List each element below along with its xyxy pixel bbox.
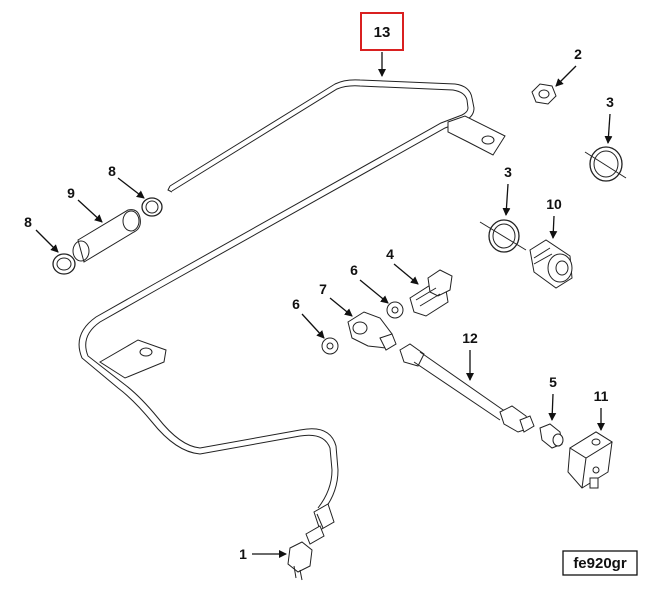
fitting-part-10 xyxy=(529,239,573,289)
sleeve-part-9 xyxy=(72,209,141,263)
callout-2: 2 xyxy=(555,46,582,87)
callout-3-lower-label: 3 xyxy=(504,164,512,180)
fitting-part-1 xyxy=(287,541,313,581)
callout-5-label: 5 xyxy=(549,374,557,390)
upper-bracket-hole xyxy=(481,135,495,145)
callout-12-label: 12 xyxy=(462,330,478,346)
banjo-fitting-part-7 xyxy=(347,311,397,351)
washer-part-6-lower xyxy=(321,337,339,355)
washer-part-3-upper xyxy=(584,146,627,182)
callout-1-label: 1 xyxy=(239,546,247,562)
callout-3-upper: 3 xyxy=(604,94,614,144)
callout-6-upper-label: 6 xyxy=(350,262,358,278)
callout-10-label: 10 xyxy=(546,196,562,212)
washer-part-6-upper xyxy=(386,301,404,319)
callout-13-label: 13 xyxy=(374,24,391,41)
block-part-11 xyxy=(567,431,613,489)
callout-4-label: 4 xyxy=(386,246,394,262)
callout-11-label: 11 xyxy=(594,388,609,404)
callout-10: 10 xyxy=(546,196,562,239)
clamp-part-8-lower xyxy=(52,253,76,275)
callout-7-label: 7 xyxy=(319,281,327,297)
callout-5: 5 xyxy=(548,374,557,421)
callout-9-label: 9 xyxy=(67,185,75,201)
highlight-box xyxy=(360,12,404,51)
callout-8-lower-label: 8 xyxy=(24,214,32,230)
callout-8-upper-label: 8 xyxy=(108,163,116,179)
hose-part-12 xyxy=(399,343,535,433)
tube-lower-run xyxy=(85,287,339,511)
reference-code-box: fe920gr xyxy=(562,550,638,576)
callout-7: 7 xyxy=(319,281,353,317)
callout-11: 11 xyxy=(594,388,609,431)
banjo-bolt-part-4 xyxy=(409,269,453,317)
tube-upper-loop-inner xyxy=(155,85,469,284)
callout-13-highlight: 13 xyxy=(360,12,404,77)
reference-code: fe920gr xyxy=(573,555,627,572)
clamp-part-8-upper xyxy=(141,197,163,217)
nut-part-2 xyxy=(531,83,557,105)
callout-8-upper: 8 xyxy=(108,163,145,199)
upper-bracket xyxy=(447,115,506,156)
callout-8-lower: 8 xyxy=(24,214,59,253)
lower-bracket-hole xyxy=(139,347,153,357)
callout-6-upper: 6 xyxy=(350,262,389,304)
washer-part-3-lower xyxy=(479,219,527,253)
callout-1: 1 xyxy=(239,546,287,562)
tube-assembly xyxy=(78,79,506,545)
callout-3-upper-label: 3 xyxy=(606,94,614,110)
adapter-part-5 xyxy=(539,423,564,449)
callout-12: 12 xyxy=(462,330,478,381)
tube-upper-loop xyxy=(159,79,475,289)
tube-lower-run-inner xyxy=(78,282,333,509)
callout-6-lower: 6 xyxy=(292,296,325,339)
callout-2-label: 2 xyxy=(574,46,582,62)
tube-end-fitting xyxy=(305,503,335,545)
tube-rod xyxy=(167,185,173,193)
callout-4: 4 xyxy=(386,246,419,285)
callout-6-lower-label: 6 xyxy=(292,296,300,312)
callout-9: 9 xyxy=(67,185,103,223)
lower-bracket xyxy=(99,339,167,379)
callout-3-lower: 3 xyxy=(502,164,512,216)
